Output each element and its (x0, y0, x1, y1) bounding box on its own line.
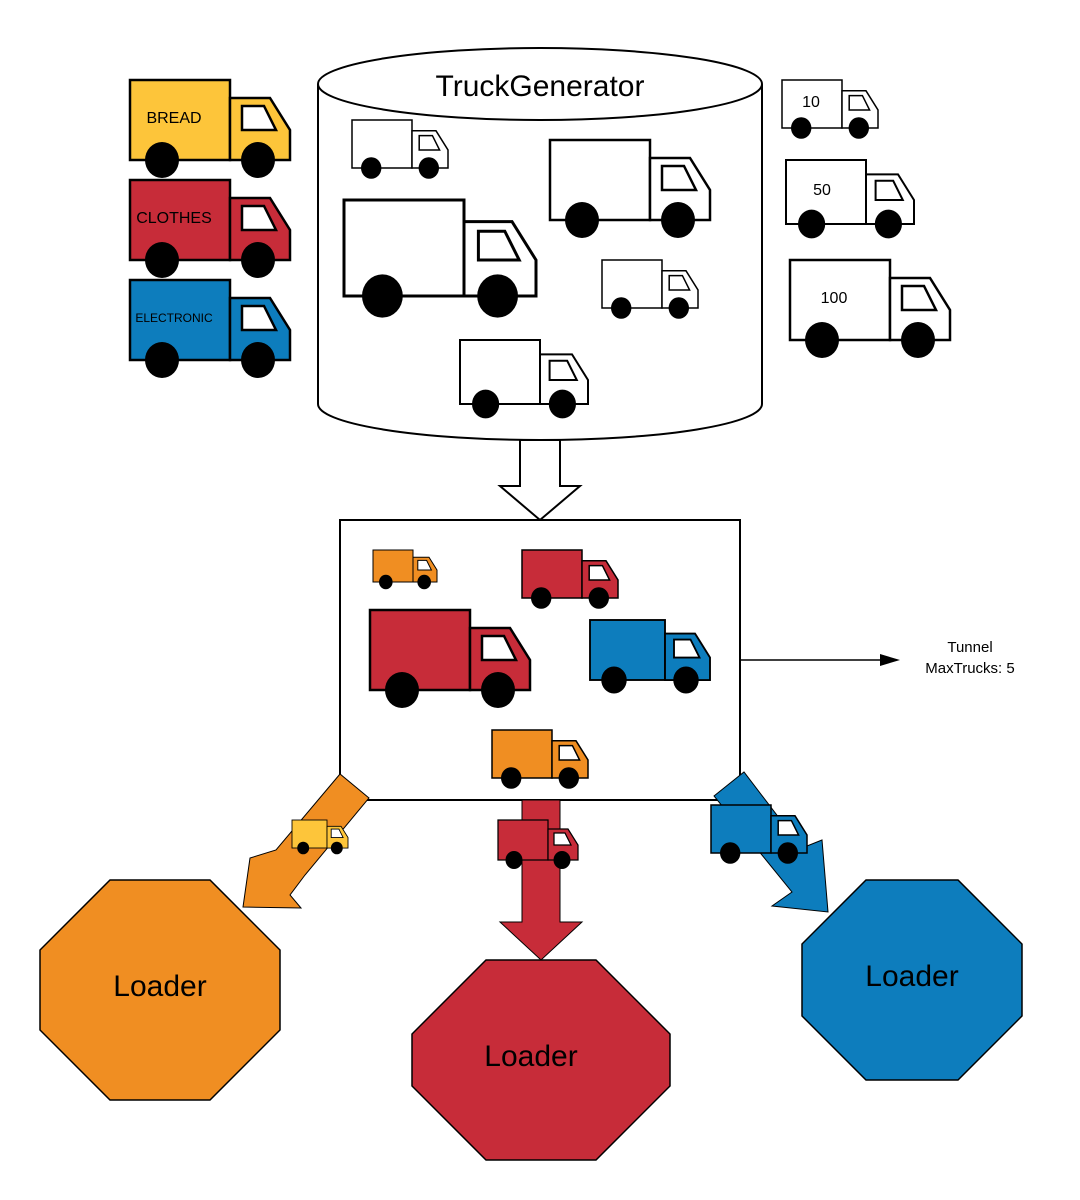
cargo-truck-electronic: ELECTRONIC (128, 278, 292, 380)
capacity-truck-10: 10 (781, 79, 879, 140)
cargo-truck-bread: BREAD (128, 78, 292, 180)
tunnel-max-trucks: MaxTrucks: 5 (925, 660, 1014, 677)
cargo-label-clothes: CLOTHES (136, 210, 212, 227)
tunnel-box (339, 519, 741, 801)
truck-icon (710, 804, 808, 865)
loader-label: Loader (865, 960, 958, 993)
truck-icon (788, 258, 952, 360)
down-arrow-icon (497, 439, 583, 522)
truck-icon (781, 79, 879, 140)
truck-icon (128, 278, 292, 380)
loader-label: Loader (113, 970, 206, 1003)
cargo-label-bread: BREAD (146, 110, 201, 127)
loader-label: Loader (484, 1040, 577, 1073)
generator-title: TruckGenerator (436, 70, 645, 103)
truck-generator-cylinder: TruckGenerator (317, 47, 763, 441)
truck-icon (128, 78, 292, 180)
red-flow-arrow-icon (498, 799, 584, 961)
arrowhead-icon (880, 654, 900, 666)
capacity-label-50: 50 (813, 182, 831, 199)
cargo-label-electronic: ELECTRONIC (135, 311, 213, 325)
loader-orange: Loader (39, 879, 281, 1101)
truck-icon (784, 158, 916, 240)
capacity-truck-50: 50 (784, 158, 916, 240)
cargo-truck-clothes: CLOTHES (128, 178, 292, 280)
capacity-label-100: 100 (821, 290, 848, 307)
truck-icon (128, 178, 292, 280)
loader-red: Loader (411, 959, 671, 1161)
capacity-label-10: 10 (802, 94, 820, 111)
tunnel-name: Tunnel (947, 639, 992, 656)
loader-blue: Loader (801, 879, 1023, 1081)
capacity-truck-100: 100 (788, 258, 952, 360)
